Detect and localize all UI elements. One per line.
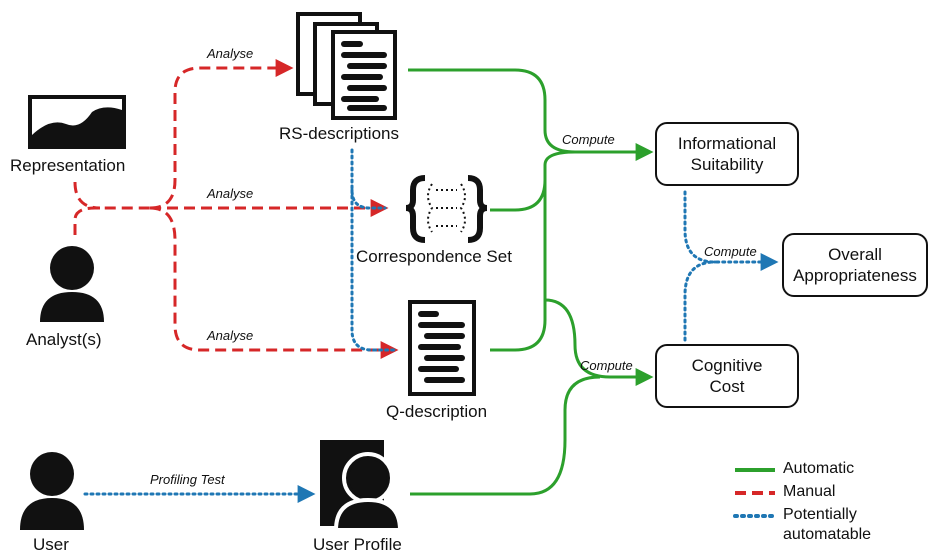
manual-edges — [73, 59, 399, 359]
document-stack-icon — [296, 12, 397, 120]
potential-edges — [83, 148, 779, 503]
edge-rs-to-cs — [350, 148, 387, 210]
user-label: User — [33, 535, 69, 554]
edge-rs-to-is — [408, 68, 654, 161]
overall-appropriateness-line2: Appropriateness — [793, 266, 917, 285]
document-icon — [408, 300, 476, 396]
overall-appropriateness-line1: Overall — [828, 245, 882, 264]
q-description-label: Q-description — [386, 402, 488, 421]
edge-cs-to-is — [490, 150, 576, 212]
informational-suitability-box: Informational Suitability — [655, 122, 799, 186]
informational-suitability-line1: Informational — [677, 134, 777, 153]
legend-manual-label: Manual — [783, 483, 836, 500]
edge-cc-to-oa — [683, 260, 717, 342]
overall-appropriateness-box: Overall Appropriateness — [782, 233, 928, 297]
user-profile-label: User Profile — [313, 535, 402, 554]
edge-profile-to-cc — [410, 375, 601, 496]
legend-potential-label-1: Potentially — [783, 506, 857, 523]
edge-label-profiling-test: Profiling Test — [150, 472, 225, 487]
legend-potential-label-2: automatable — [783, 526, 872, 543]
edge-analyse-rs — [149, 59, 294, 210]
analysts-label: Analyst(s) — [26, 330, 102, 349]
edge-label-compute-cc: Compute — [580, 358, 633, 373]
cognitive-cost-line1: Cognitive — [691, 356, 763, 375]
edge-mid-to-cc — [544, 298, 654, 386]
user-person-icon — [20, 452, 84, 530]
informational-suitability-line2: Suitability — [690, 155, 764, 174]
edge-analyst-root — [73, 206, 150, 235]
automatic-edges — [408, 68, 654, 496]
edge-is-to-oa — [683, 190, 779, 271]
edge-q-to-cc — [490, 260, 547, 352]
profile-card-icon — [320, 440, 403, 532]
edge-rs-to-q — [350, 188, 397, 352]
edge-label-analyse-rs: Analyse — [207, 46, 254, 61]
image-icon — [28, 95, 126, 149]
rs-descriptions-label: RS-descriptions — [279, 124, 399, 143]
representation-label: Representation — [10, 156, 126, 175]
legend — [733, 468, 777, 518]
cognitive-cost-box: Cognitive Cost — [655, 344, 799, 408]
braces-icon — [405, 175, 488, 243]
legend-automatic-label: Automatic — [783, 460, 855, 477]
edge-label-analyse-q: Analyse — [207, 328, 254, 343]
cognitive-cost-line2: Cost — [709, 377, 745, 396]
person-icon — [40, 246, 104, 322]
edge-label-analyse-cs: Analyse — [207, 186, 254, 201]
correspondence-set-label: Correspondence Set — [356, 247, 512, 266]
edge-label-compute-is: Compute — [562, 132, 615, 147]
edge-analyse-q — [149, 206, 399, 359]
edge-label-compute-oa: Compute — [704, 244, 757, 259]
edge-representation-join — [73, 181, 101, 210]
